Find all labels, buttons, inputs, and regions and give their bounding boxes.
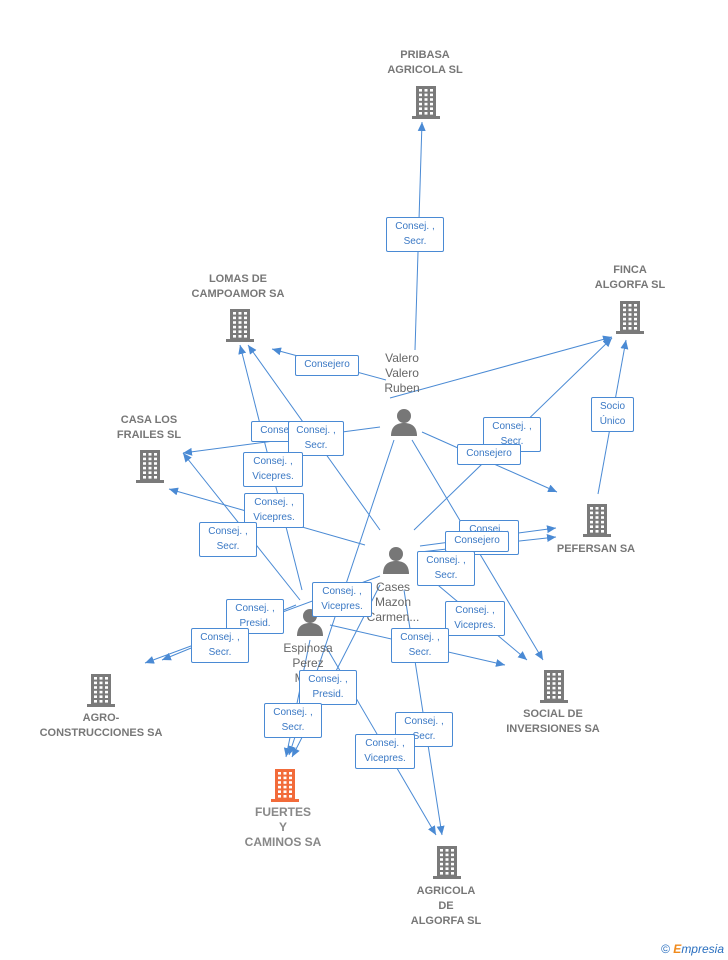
edge-role-label[interactable]: Consej. , Secr. bbox=[199, 522, 257, 557]
company-name-lomas[interactable]: LOMAS DE CAMPOAMOR SA bbox=[191, 273, 285, 300]
building-icon[interactable] bbox=[431, 844, 463, 885]
edge-role-label[interactable]: Consej. , Secr. bbox=[417, 551, 475, 586]
company-name-fuertes[interactable]: FUERTES Y CAMINOS SA bbox=[244, 805, 322, 849]
edge-role-label[interactable]: Consej. , Vicepres. bbox=[243, 452, 303, 487]
company-name-agro[interactable]: AGRO- CONSTRUCCIONES SA bbox=[39, 712, 163, 739]
edge-role-label[interactable]: Consej. , Vicepres. bbox=[244, 493, 304, 528]
edge-role-label[interactable]: Consej. , Secr. bbox=[391, 628, 449, 663]
person-name-cases[interactable]: Cases Mazon Carmen... bbox=[366, 580, 420, 624]
company-name-casa[interactable]: CASA LOS FRAILES SL bbox=[116, 414, 182, 441]
edge-role-label[interactable]: Consej. , Vicepres. bbox=[355, 734, 415, 769]
edge-role-label[interactable]: Consej. , Presid. bbox=[299, 670, 357, 705]
building-icon[interactable] bbox=[134, 448, 166, 489]
edge-role-label[interactable]: Consej. , Vicepres. bbox=[445, 601, 505, 636]
edge-role-label[interactable]: Consej. , Secr. bbox=[264, 703, 322, 738]
person-icon[interactable] bbox=[381, 545, 411, 580]
building-icon[interactable] bbox=[614, 299, 646, 340]
edge-role-label[interactable]: Consejero bbox=[457, 444, 521, 465]
brand-name: mpresia bbox=[681, 942, 724, 956]
building-icon[interactable] bbox=[269, 767, 301, 808]
edge-role-label[interactable]: Socio Único bbox=[591, 397, 634, 432]
company-name-agricola[interactable]: AGRICOLA DE ALGORFA SL bbox=[410, 885, 482, 927]
edge-role-label[interactable]: Consej. , Secr. bbox=[288, 421, 344, 456]
copyright-symbol: © bbox=[661, 942, 670, 956]
company-name-finca[interactable]: FINCA ALGORFA SL bbox=[594, 264, 666, 291]
footer-brand[interactable]: © Empresia bbox=[661, 942, 724, 956]
building-icon[interactable] bbox=[410, 84, 442, 125]
person-name-valero[interactable]: Valero Valero Ruben bbox=[384, 351, 420, 395]
edge-line bbox=[389, 335, 613, 399]
edge-role-label[interactable]: Consej. , Secr. bbox=[191, 628, 249, 663]
person-icon[interactable] bbox=[389, 407, 419, 442]
edge-role-label[interactable]: Consejero bbox=[445, 531, 509, 552]
building-icon[interactable] bbox=[538, 668, 570, 709]
company-name-pribasa[interactable]: PRIBASA AGRICOLA SL bbox=[387, 49, 463, 76]
edge-role-label[interactable]: Consej. , Vicepres. bbox=[312, 582, 372, 617]
company-name-social[interactable]: SOCIAL DE INVERSIONES SA bbox=[506, 708, 600, 735]
edge-role-label[interactable]: Consej. , Secr. bbox=[386, 217, 444, 252]
brand-initial: E bbox=[673, 942, 682, 956]
building-icon[interactable] bbox=[224, 307, 256, 348]
building-icon[interactable] bbox=[581, 502, 613, 543]
edge-role-label[interactable]: Consejero bbox=[295, 355, 359, 376]
company-name-pefersan[interactable]: PEFERSAN SA bbox=[556, 543, 636, 555]
building-icon[interactable] bbox=[85, 672, 117, 713]
